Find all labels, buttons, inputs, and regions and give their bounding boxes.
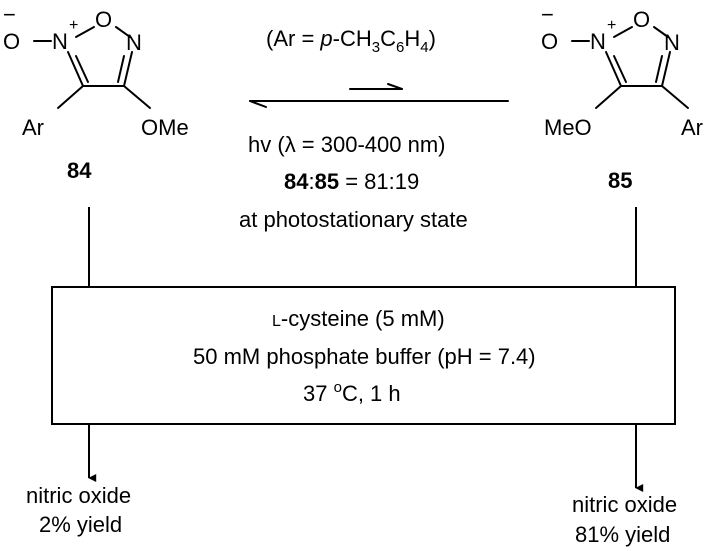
buffer-condition: 50 mM phosphate buffer (pH = 7.4) (193, 344, 536, 369)
bond-ring-o-n (653, 26, 669, 38)
bond-ring-c-n-double (655, 55, 663, 83)
bond-ring-n-o (75, 26, 95, 38)
compound-number-85: 85 (608, 168, 632, 193)
atom-oxygen-exo: O (3, 29, 20, 54)
compound-number-84: 84 (67, 158, 92, 183)
atom-oxygen-exo: O (541, 29, 558, 54)
atom-nitrogen-ring: N (126, 30, 142, 55)
reaction-conditions-box (51, 286, 676, 425)
bond-ring-c-n-double (117, 55, 125, 83)
photostationary-ratio: 84:85 = 81:19 (284, 169, 419, 194)
charge-minus: − (3, 2, 16, 27)
atom-oxygen-ring: O (95, 7, 112, 32)
product-left-yield: 2% yield (39, 512, 122, 537)
charge-plus: + (69, 17, 78, 34)
ar-definition: (Ar = p-CH3C6H4) (266, 26, 436, 56)
atom-nitrogen-plus: N (52, 29, 68, 54)
bond-ring-n-o (613, 26, 633, 38)
equilibrium-arrows (249, 83, 509, 108)
bond-ring-c-n (605, 51, 622, 87)
substituent-ar: Ar (681, 115, 703, 140)
atom-oxygen-ring: O (633, 7, 650, 32)
forward-arrow-half-head (387, 83, 403, 90)
product-right-yield: 81% yield (575, 522, 670, 547)
bond-ring-c-n-double (613, 55, 627, 83)
cysteine-condition: L-cysteine (5 mM) (272, 306, 445, 331)
charge-plus: + (607, 17, 616, 34)
substituent-ome: OMe (141, 115, 189, 140)
bond-c-ome (123, 85, 151, 109)
bond-c-ar (57, 85, 84, 109)
bond-c-ar (661, 85, 689, 109)
bond-ring-c-n-double (75, 55, 89, 83)
product-right-name: nitric oxide (572, 492, 677, 517)
bond-c-ome (595, 85, 622, 109)
atom-nitrogen-ring: N (664, 30, 680, 55)
bond-ring-n-c (123, 51, 133, 87)
temperature-time-condition: 37 oC, 1 h (303, 379, 401, 406)
compound-84-structure: − O N + O N Ar OMe 84 (3, 2, 189, 183)
irradiation-condition: hv (λ = 300-400 nm) (248, 132, 446, 157)
compound-85-structure: − O N + O N MeO Ar 85 (541, 2, 703, 193)
bond-ring-o-n (115, 26, 131, 38)
substituent-meo: MeO (544, 115, 592, 140)
substituent-ar: Ar (22, 115, 44, 140)
bond-ring-c-n (67, 51, 84, 87)
charge-minus: − (541, 2, 554, 27)
product-left-name: nitric oxide (26, 483, 131, 508)
reverse-arrow-half-head (249, 100, 267, 108)
atom-nitrogen-plus: N (590, 29, 606, 54)
bond-ring-n-c (661, 51, 671, 87)
photostationary-state-note: at photostationary state (239, 207, 468, 232)
